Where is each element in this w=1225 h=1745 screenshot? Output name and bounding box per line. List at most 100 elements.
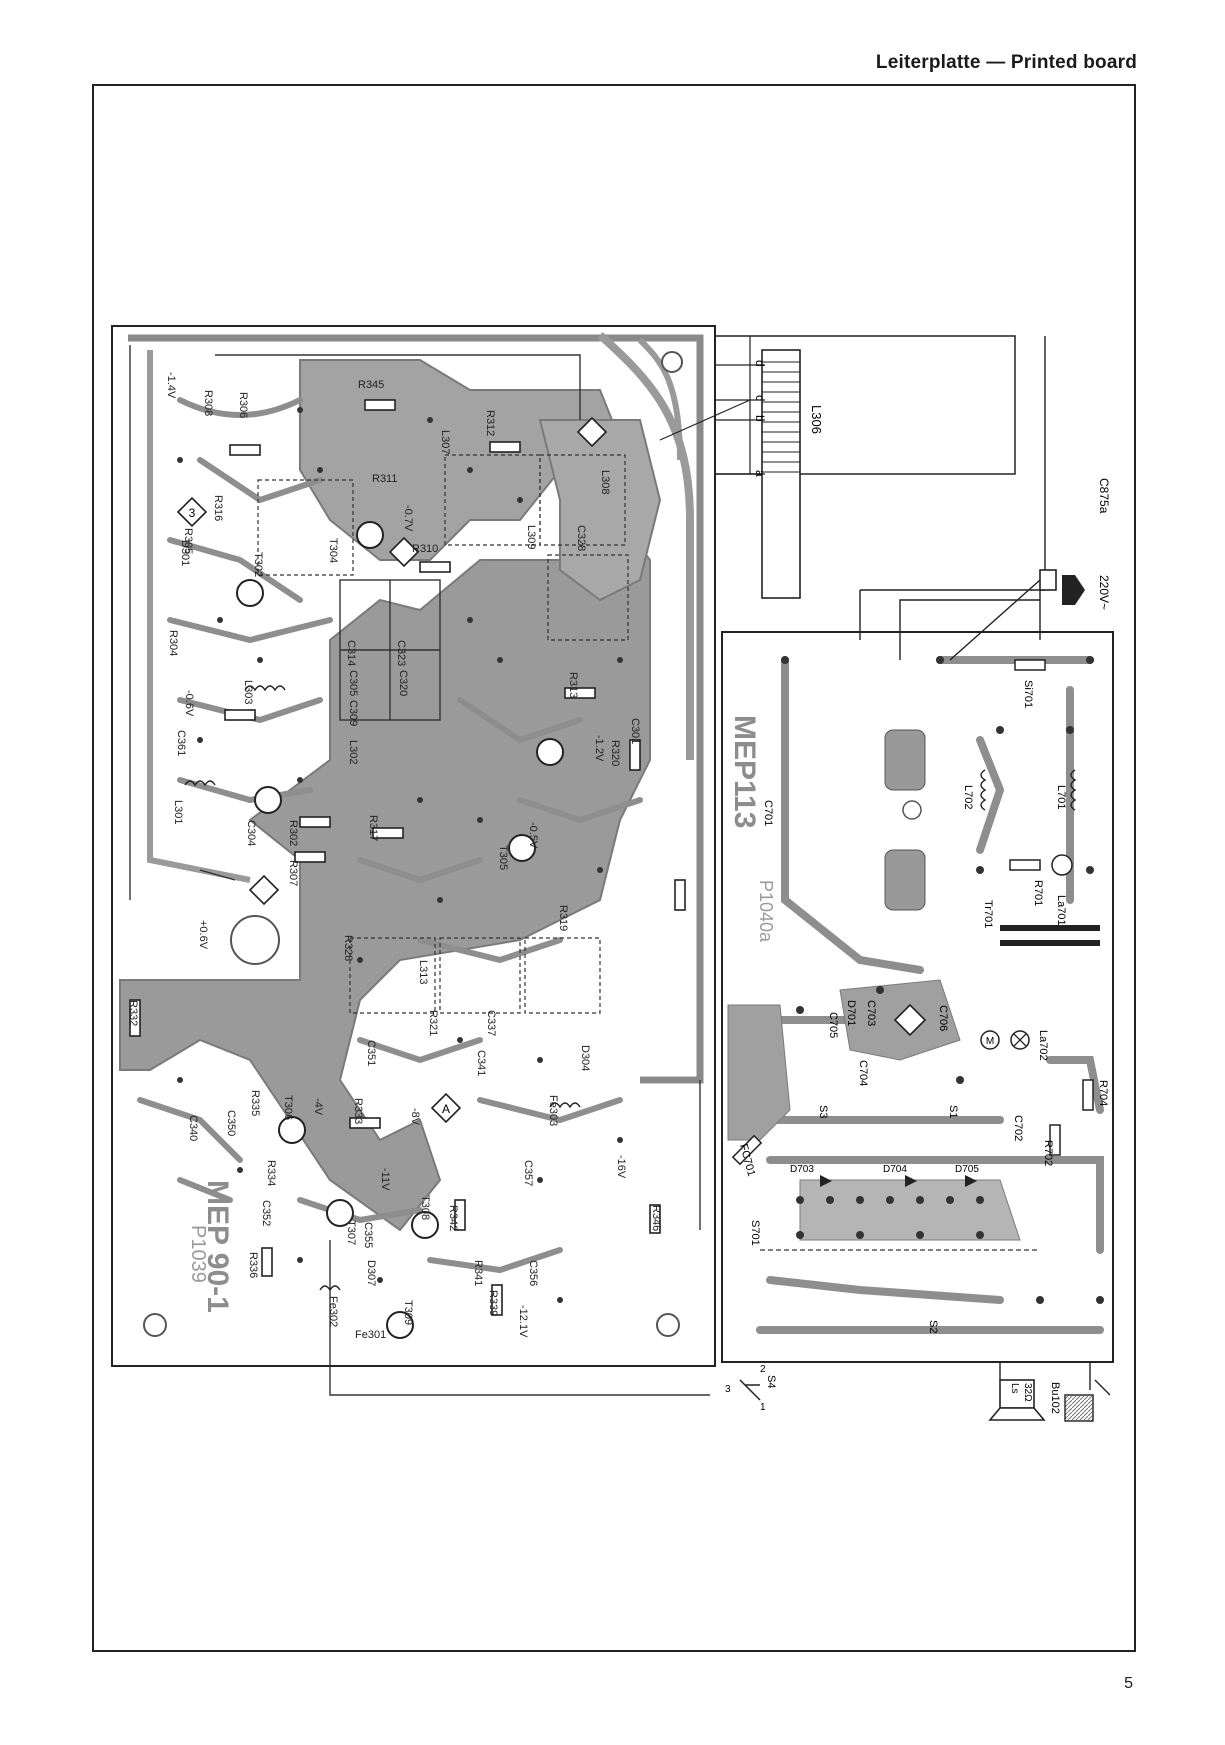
fuse-si701 xyxy=(1014,659,1046,671)
board-name-right: MEP113 xyxy=(728,715,761,828)
switch-s4-pin: 1 xyxy=(760,1402,766,1413)
voltage-label: -0.6V xyxy=(183,690,195,717)
coil-terminal: c xyxy=(753,395,767,401)
comp-label: R308 xyxy=(202,390,214,416)
comp-label: L308 xyxy=(599,470,611,494)
comp-label: S701 xyxy=(749,1220,761,1246)
resistor-r704 xyxy=(1082,1079,1094,1111)
comp-label: R332 xyxy=(127,1000,139,1026)
comp-label: Tr701 xyxy=(982,900,994,928)
speaker-cone xyxy=(988,1407,1046,1421)
resistor xyxy=(229,444,261,456)
figure-frame xyxy=(92,84,1136,1652)
shield-box xyxy=(257,479,354,576)
comp-label: D307 xyxy=(365,1260,377,1286)
comp-label: Fe303 xyxy=(547,1095,559,1126)
comp-label: D301 xyxy=(179,540,191,566)
board-name-left: MEP 90-1 xyxy=(201,1180,234,1313)
header-subtitle: Printed board xyxy=(1010,52,1137,73)
comp-label: C352 xyxy=(260,1200,272,1226)
comp-label: R319 xyxy=(557,905,569,931)
comp-label: C702 xyxy=(1012,1115,1024,1141)
motor-label: M xyxy=(986,1036,994,1047)
comp-label: T308 xyxy=(419,1195,431,1220)
speaker-ls: Ls 32Ω xyxy=(988,1362,1046,1421)
voltage-label: -1.4V xyxy=(165,372,177,399)
board-mep113-outline xyxy=(721,631,1114,1363)
comp-label: D704 xyxy=(883,1164,907,1175)
mains-slot xyxy=(884,849,926,911)
transformer-tr701-core xyxy=(1000,940,1100,946)
voltage-label: -4V xyxy=(312,1098,324,1116)
resistor xyxy=(364,399,396,411)
voltage-label: -12.1V xyxy=(517,1305,529,1338)
comp-label: C361 xyxy=(175,730,187,756)
comp-label: R306 xyxy=(237,392,249,418)
resistor xyxy=(372,827,404,839)
transistor-t309 xyxy=(386,1311,414,1339)
resistor xyxy=(224,709,256,721)
comp-label: R313 xyxy=(567,672,579,698)
coil-fe303 xyxy=(549,1102,581,1109)
comp-label: C340 xyxy=(187,1115,199,1141)
transistor-t307 xyxy=(326,1199,354,1227)
comp-label: L313 xyxy=(417,960,429,984)
comp-label: R335 xyxy=(249,1090,261,1116)
comp-label: R704 xyxy=(1097,1080,1109,1106)
lamp-la702-cross xyxy=(1013,1033,1027,1047)
comp-label: C323 xyxy=(395,640,407,666)
resistor xyxy=(674,879,686,911)
board-code-right: P1040a xyxy=(756,880,776,943)
comp-label: T304 xyxy=(327,538,339,563)
marker-1 xyxy=(248,874,280,906)
bridge-rectifier xyxy=(893,1003,927,1037)
comp-label: R341 xyxy=(472,1260,484,1286)
comp-label: C328 xyxy=(575,525,587,551)
outer-trace-3 xyxy=(597,332,694,760)
diode-d705 xyxy=(965,1175,977,1187)
voltage-label: -1.2V xyxy=(593,735,605,762)
comp-label: R342 xyxy=(447,1205,459,1231)
comp-label: R304 xyxy=(167,630,179,656)
comp-label: Si701 xyxy=(1022,680,1034,708)
resistor xyxy=(294,851,326,863)
comp-label: C351 xyxy=(365,1040,377,1066)
transistor-t304 xyxy=(356,521,384,549)
comp-label: R334 xyxy=(265,1160,277,1186)
comp-label: L309 xyxy=(525,525,537,549)
comp-label: T302 xyxy=(252,552,264,577)
mains-wire-2 xyxy=(899,590,1041,660)
jack-bu102: Bu102 xyxy=(1049,1362,1111,1422)
mains-plug: 220V~ xyxy=(859,336,1111,661)
comp-label: L702 xyxy=(962,785,974,809)
voltage-label: -16V xyxy=(615,1155,627,1179)
shield-box xyxy=(524,937,601,1014)
switch-s4-contact xyxy=(739,1379,761,1401)
marker-4 xyxy=(176,496,208,528)
resistor xyxy=(489,441,521,453)
comp-label: R320 xyxy=(609,740,621,766)
comp-label: C705 xyxy=(827,1012,839,1038)
mounting-hole xyxy=(902,800,922,820)
comp-label: C704 xyxy=(857,1060,869,1086)
mains-wire xyxy=(859,336,1046,661)
comp-label: D703 xyxy=(790,1164,814,1175)
marker-3 xyxy=(576,416,608,448)
coil-l306-frame xyxy=(714,335,1016,475)
board-code-left: P1039 xyxy=(187,1225,209,1283)
coil-l701 xyxy=(1070,769,1077,811)
shield-box xyxy=(349,937,436,1014)
voltage-label: -8V xyxy=(409,1108,421,1126)
comp-label: C309 xyxy=(347,700,359,726)
comp-label: C356 xyxy=(527,1260,539,1286)
transistor-t305 xyxy=(508,834,536,862)
switch-s4-label: S4 xyxy=(765,1375,777,1388)
marker-A xyxy=(430,1092,462,1124)
comp-label: L303 xyxy=(242,680,254,704)
comp-label: T306 xyxy=(282,1095,294,1120)
coil-terminal: b xyxy=(753,415,767,422)
comp-label: L302 xyxy=(347,740,359,764)
comp-label: L307 xyxy=(439,430,451,454)
outer-trace-2 xyxy=(147,350,251,883)
